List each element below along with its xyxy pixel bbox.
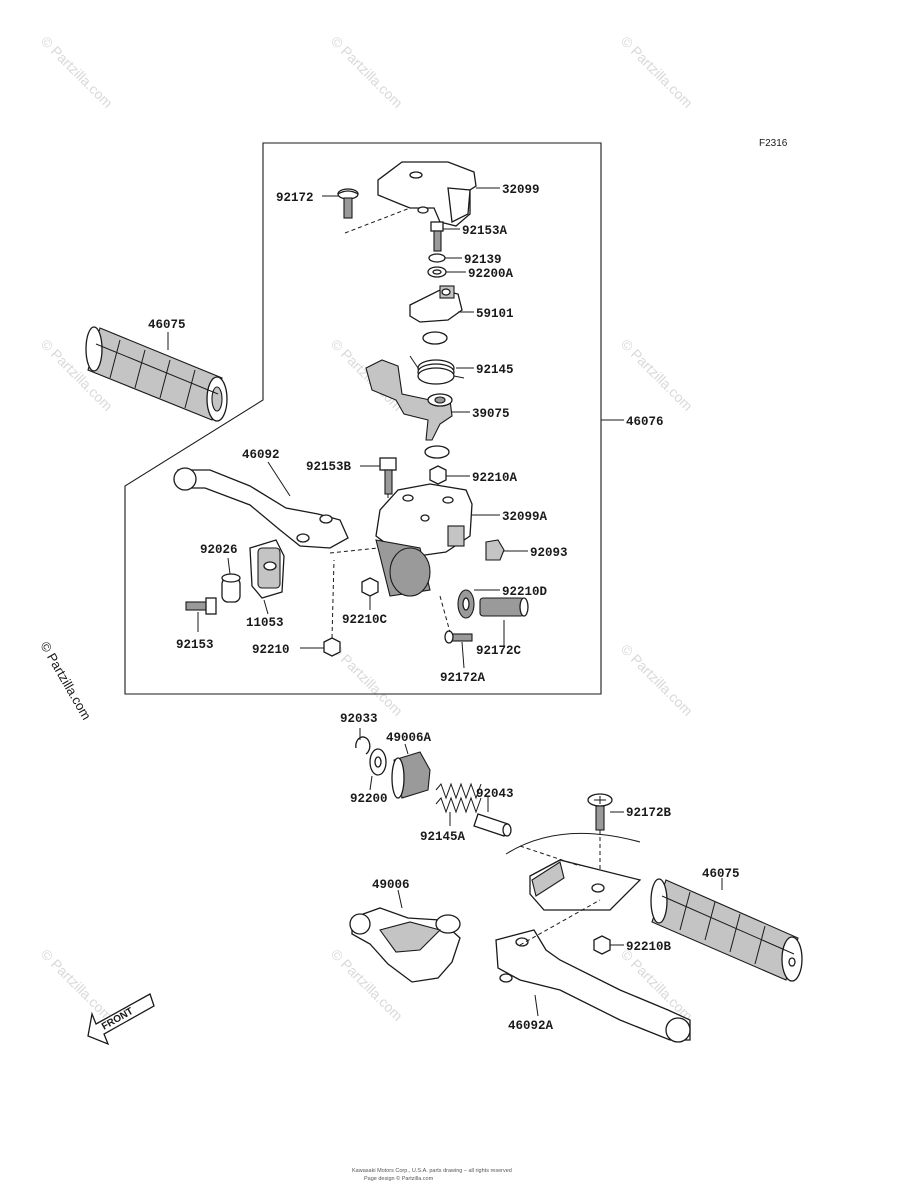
seal-ring-lower <box>424 445 450 459</box>
watermark-text: © Partzilla.com <box>618 336 696 414</box>
label-92153B: 92153B <box>306 460 352 474</box>
clutch-bracket <box>505 832 642 911</box>
clutch-lever-46092A <box>495 929 691 1043</box>
grip-46075-left <box>85 326 228 422</box>
label-32099: 32099 <box>502 183 540 197</box>
boot-49006A <box>391 751 431 799</box>
label-92210D: 92210D <box>502 585 548 599</box>
label-92033: 92033 <box>340 712 378 726</box>
label-46076: 46076 <box>626 415 664 429</box>
label-46092: 46092 <box>242 448 280 462</box>
screw-92172B <box>587 793 613 831</box>
label-11053: 11053 <box>246 616 284 630</box>
label-92200: 92200 <box>350 792 388 806</box>
nut-92210B <box>593 935 611 955</box>
label-92153A: 92153A <box>462 224 508 238</box>
spring-92145A <box>435 782 482 814</box>
label-92172A: 92172A <box>440 671 486 685</box>
holder-11053 <box>249 539 285 599</box>
bolt-92153B <box>379 457 397 495</box>
watermark-text: © Partzilla.com <box>38 33 116 111</box>
master-cylinder-body <box>375 539 431 597</box>
label-92210C: 92210C <box>342 613 388 627</box>
washer-92139 <box>428 253 446 263</box>
label-49006: 49006 <box>372 878 410 892</box>
label-46075-right: 46075 <box>702 867 740 881</box>
label-92172: 92172 <box>276 191 314 205</box>
label-92026: 92026 <box>200 543 238 557</box>
seal-ring <box>422 331 448 345</box>
part-labels: 92172 32099 92153A 92139 92200A 59101 46… <box>148 183 740 1033</box>
label-92043: 92043 <box>476 787 514 801</box>
holder-49006 <box>349 907 461 983</box>
screw-92172A <box>444 630 473 644</box>
label-92172B: 92172B <box>626 806 672 820</box>
screw-92172C <box>479 597 529 617</box>
watermark-text: © Partzilla.com <box>618 33 696 111</box>
label-32099A: 32099A <box>502 510 548 524</box>
cover-32099 <box>377 161 477 227</box>
label-46092A: 46092A <box>508 1019 554 1033</box>
label-92210: 92210 <box>252 643 290 657</box>
label-49006A: 49006A <box>386 731 432 745</box>
nut-92210C <box>361 577 379 597</box>
label-92145A: 92145A <box>420 830 466 844</box>
grip-46075-right <box>650 878 803 982</box>
clip-92093 <box>485 539 505 561</box>
nut-92210A <box>429 465 447 485</box>
throttle-lever-39075 <box>365 359 453 441</box>
footer-line-1: Kawasaki Motors Corp., U.S.A. parts draw… <box>352 1168 512 1174</box>
watermark-text: © Partzilla.com <box>328 33 406 111</box>
label-92145: 92145 <box>476 363 514 377</box>
adjuster-92210D <box>457 589 475 619</box>
watermark-text: © Partzilla.com <box>618 641 696 719</box>
label-92172C: 92172C <box>476 644 522 658</box>
bolt-92153 <box>185 597 217 615</box>
bolt-92153A <box>430 221 444 252</box>
label-92153: 92153 <box>176 638 214 652</box>
label-46075-left: 46075 <box>148 318 186 332</box>
bracket-59101 <box>409 285 463 323</box>
pin-92043 <box>473 813 512 837</box>
figure-code: F2316 <box>759 138 788 149</box>
label-92139: 92139 <box>464 253 502 267</box>
washer-92200 <box>369 748 387 776</box>
assembly-box-outline <box>124 142 602 695</box>
circlip-92033 <box>355 736 371 755</box>
watermark-text: © Partzilla.com <box>38 946 116 1024</box>
label-39075: 39075 <box>472 407 510 421</box>
nut-92210 <box>323 637 341 657</box>
label-92200A: 92200A <box>468 267 514 281</box>
label-92210B: 92210B <box>626 940 672 954</box>
label-92210A: 92210A <box>472 471 518 485</box>
footer-line-2: Page design © Partzilla.com <box>364 1175 434 1182</box>
label-92093: 92093 <box>530 546 568 560</box>
spring-92145 <box>409 355 465 385</box>
screw-92172 <box>337 188 359 219</box>
brake-lever-46092 <box>173 467 349 549</box>
collar-92026 <box>221 573 241 603</box>
label-59101: 59101 <box>476 307 514 321</box>
washer-92200A <box>427 266 447 278</box>
partzilla-side-watermark: © Partzilla.com <box>37 639 94 722</box>
